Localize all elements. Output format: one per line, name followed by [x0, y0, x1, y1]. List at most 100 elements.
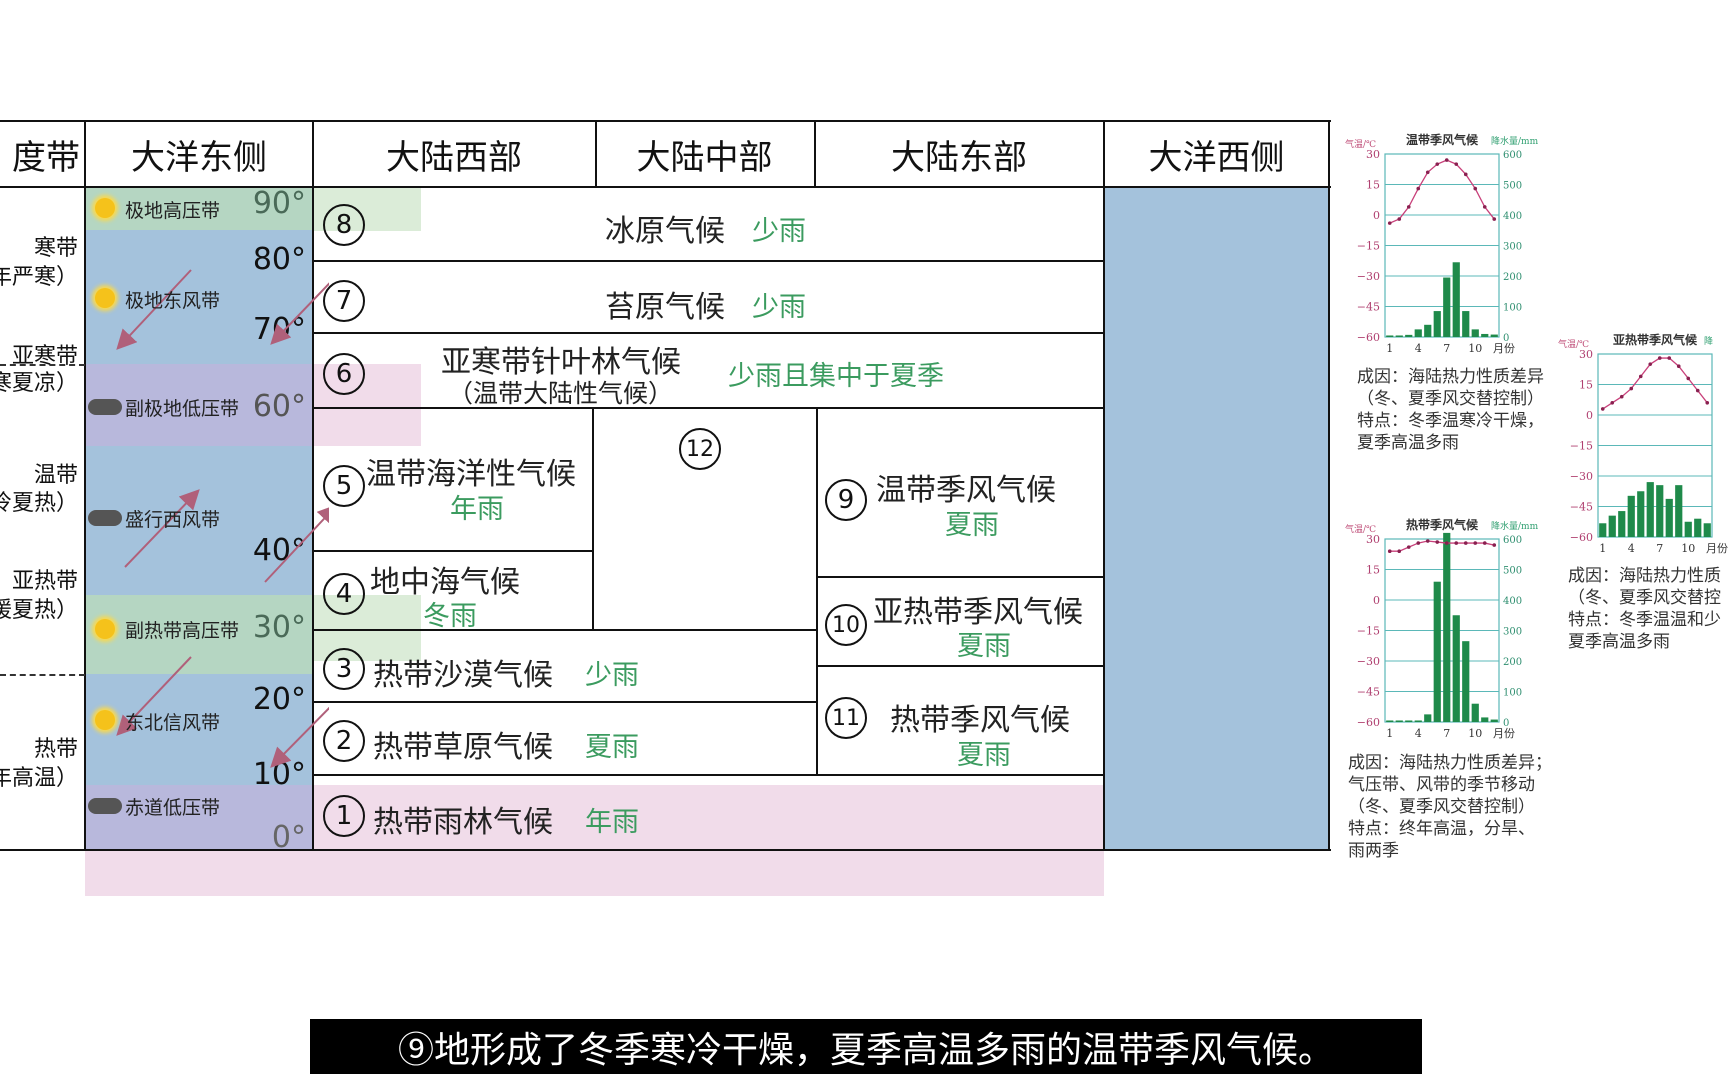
climate-tundra: 苔原气候: [605, 290, 725, 325]
subtitle-caption: ⑨地形成了冬季寒冷干燥，夏季高温多雨的温带季风气候。: [310, 1019, 1422, 1074]
header-continent-middle: 大陆中部: [636, 137, 773, 178]
temp-point: [1425, 539, 1430, 543]
precip-bar: [1490, 334, 1498, 337]
precip-bar: [1599, 523, 1607, 537]
temp-tick-label: 15: [1579, 379, 1593, 392]
temp-tick-label: −45: [1357, 686, 1380, 699]
zone-name: 热带: [33, 737, 78, 762]
precip-bar: [1694, 518, 1702, 537]
x-axis-label: 月份: [1493, 342, 1515, 355]
zone-name: 亚寒带: [11, 344, 78, 369]
desc-line: 特点：终年高温，分旱、: [1348, 819, 1535, 839]
precip-bar: [1424, 324, 1432, 337]
precip-bar: [1490, 719, 1498, 722]
desc-temperate: 成因：海陆热力性质差异 （冬、夏季风交替控制） 特点：冬季温寒冷干燥， 夏季高温…: [1357, 366, 1544, 454]
temp-tick-label: 15: [1366, 564, 1380, 577]
temp-point: [1406, 205, 1411, 209]
temp-point: [1435, 162, 1440, 166]
latitude-0: 0°: [271, 820, 306, 855]
sun-icon: [95, 288, 115, 308]
climate-ice-cap: 冰原气候: [605, 214, 725, 249]
zone-note: 年高温）: [0, 766, 78, 791]
desc-line: 雨两季: [1348, 841, 1399, 861]
x-tick-label: 4: [1415, 727, 1422, 740]
cloud-icon: [88, 798, 122, 814]
sun-icon: [95, 710, 115, 730]
x-axis-label: 月份: [1706, 542, 1728, 555]
zone-name: 温带: [33, 463, 78, 488]
climate-mediterranean: 地中海气候: [370, 565, 520, 600]
zone-name: 寒带: [33, 236, 78, 261]
polar-easterly-arrow: [270, 282, 329, 345]
x-tick-label: 1: [1386, 727, 1393, 740]
rain-temperate-monsoon: 夏雨: [945, 510, 999, 541]
table-line: [313, 701, 817, 703]
temp-tick-label: 0: [1373, 209, 1380, 222]
temp-point: [1492, 217, 1497, 221]
desc-subtropical: 成因：海陆热力性质 （冬、夏季风交替控 特点：冬季温温和少 夏季高温多雨: [1568, 565, 1721, 653]
temp-tick-label: 30: [1366, 533, 1380, 546]
equatorial-low-band: [85, 785, 313, 850]
climate-temperate-monsoon: 温带季风气候: [876, 473, 1056, 508]
temp-tick-label: 0: [1373, 594, 1380, 607]
precip-tick-label: 300: [1503, 242, 1522, 253]
temp-tick-label: −30: [1357, 655, 1380, 668]
number-2: 2: [323, 720, 365, 762]
precip-bar: [1386, 720, 1394, 722]
header-continent-west: 大陆西部: [386, 137, 522, 178]
temp-point: [1619, 394, 1624, 399]
number-4: 4: [323, 573, 365, 615]
zone-name: 亚热带: [11, 569, 78, 594]
x-axis-label: 月份: [1493, 727, 1515, 740]
latitude-30: 30°: [252, 610, 306, 645]
temp-point: [1416, 186, 1421, 191]
header-continent-east: 大陆东部: [891, 137, 1027, 178]
x-tick-label: 7: [1443, 727, 1450, 740]
belt-ne-trade: 东北信风带: [125, 712, 221, 734]
table-line: [817, 576, 1104, 578]
temp-point: [1600, 407, 1605, 411]
table-line: [0, 120, 1331, 122]
desc-line: （冬、夏季风交替控制）: [1348, 797, 1535, 817]
x-tick-label: 4: [1628, 542, 1635, 555]
table-line: [0, 186, 1331, 188]
temp-point: [1473, 186, 1478, 191]
table-line: [814, 121, 816, 187]
table-line: [313, 407, 1104, 409]
number-5: 5: [323, 465, 365, 507]
westerly-arrow: [264, 504, 329, 583]
cloud-icon: [88, 510, 122, 526]
temp-point: [1629, 386, 1634, 391]
precip-tick-label: 500: [1503, 181, 1522, 192]
precip-bar: [1414, 329, 1422, 337]
desc-line: （冬、夏季风交替控: [1568, 588, 1721, 608]
polar-easterly-arrow: [116, 269, 192, 350]
climate-tropical-monsoon: 热带季风气候: [890, 703, 1070, 738]
westerly-arrow: [124, 489, 200, 568]
temp-point: [1657, 356, 1662, 360]
precip-bar: [1481, 333, 1489, 337]
precip-bar: [1637, 491, 1645, 537]
precip-tick-label: 600: [1503, 535, 1522, 546]
latitude-80: 80°: [252, 242, 306, 277]
zone-note: 寒夏凉）: [0, 371, 78, 396]
temp-tick-label: −60: [1357, 331, 1380, 344]
y-right-label: 降: [1704, 335, 1713, 347]
chart-title: 热带季风气候: [1406, 517, 1479, 532]
temp-point: [1676, 364, 1681, 368]
x-tick-label: 4: [1415, 342, 1422, 355]
temp-point: [1454, 541, 1459, 545]
precip-tick-label: 500: [1503, 566, 1522, 577]
temp-line: [1389, 159, 1495, 224]
temp-point: [1648, 362, 1653, 366]
belt-westerlies: 盛行西风带: [125, 509, 221, 531]
climate-rainforest: 热带雨林气候: [373, 805, 553, 840]
number-7: 7: [323, 280, 365, 322]
precip-bar: [1462, 311, 1470, 337]
precip-bar: [1424, 714, 1432, 722]
temp-point: [1444, 158, 1449, 162]
number-12: 12: [679, 428, 721, 470]
chart-title: 温带季风气候: [1406, 132, 1479, 147]
desc-line: 成因：海陆热力性质: [1568, 566, 1721, 586]
